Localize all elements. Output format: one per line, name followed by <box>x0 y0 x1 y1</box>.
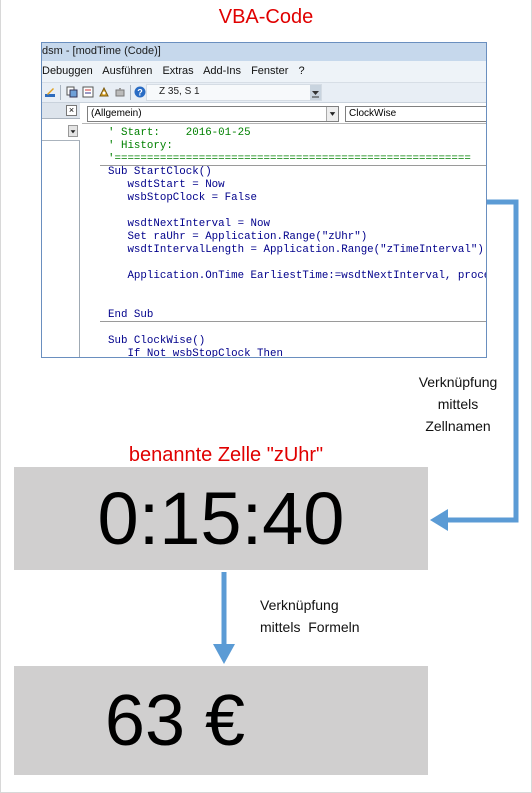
code-line: Application.OnTime EarliestTime:=wsdtNex… <box>108 270 487 282</box>
code-line: Sub StartClock() <box>108 166 212 178</box>
close-icon[interactable]: × <box>66 105 77 116</box>
toolbox-icon[interactable] <box>114 86 126 98</box>
arrowhead-to-formula <box>213 644 235 664</box>
chevron-down-icon[interactable] <box>68 125 78 137</box>
object-combo-value: (Allgemein) <box>91 108 142 119</box>
arrow-code-to-cell <box>446 199 519 523</box>
code-line: Sub ClockWise() <box>108 335 206 347</box>
project-pane: × <box>42 103 80 357</box>
vba-code-title: VBA-Code <box>218 6 314 28</box>
toolbar-overflow-icon[interactable] <box>310 85 321 100</box>
euro-value: 63 € <box>104 681 246 761</box>
named-cell-title: benannte Zelle "zUhr" <box>128 444 324 466</box>
code-line: Set raUhr = Application.Range("zUhr") <box>108 231 368 243</box>
toolbar-separator <box>60 85 61 100</box>
svg-text:?: ? <box>137 88 143 98</box>
procedure-separator <box>100 165 486 166</box>
code-line: End Sub <box>108 309 154 321</box>
code-line: ' Start: 2016-01-25 <box>108 127 251 139</box>
menu-fenster[interactable]: Fenster <box>251 65 289 77</box>
note-line: Verknüpfung <box>418 374 498 390</box>
note-line: mittels <box>437 396 479 412</box>
note-line: Zellnamen <box>425 418 491 434</box>
frame-left-border <box>0 0 1 793</box>
object-browser-icon[interactable] <box>98 86 110 98</box>
cursor-position-field <box>146 84 322 101</box>
editor-menubar: Debuggen Ausführen Extras Add-Ins Fenste… <box>42 61 486 83</box>
code-line: wsdtStart = Now <box>108 179 225 191</box>
cursor-position: Z 35, S 1 <box>159 86 200 97</box>
code-editor[interactable]: ' Start: 2016-01-25' History:'==========… <box>82 123 487 358</box>
menu-add-ins[interactable]: Add-Ins <box>203 65 242 77</box>
editor-titlebar: dsm - [modTime (Code)] <box>42 43 486 61</box>
properties-window-icon[interactable] <box>82 86 94 98</box>
project-explorer-icon[interactable] <box>66 86 78 98</box>
arrowhead-to-cell <box>430 509 448 531</box>
code-line: wsbStopClock = False <box>108 192 258 204</box>
code-line: wsdtIntervalLength = Application.Range("… <box>108 244 487 256</box>
menu-help[interactable]: ? <box>298 65 305 77</box>
procedure-combo[interactable]: ClockWise <box>345 106 486 122</box>
note-link-by-formula: Verknüpfung mittels Formeln <box>260 594 360 638</box>
menu-extras[interactable]: Extras <box>162 65 194 77</box>
euro-cell: 63 € <box>14 666 428 775</box>
clock-cell: 0:15:40 <box>14 467 428 570</box>
procedure-combo-value: ClockWise <box>349 108 397 119</box>
code-line: '=======================================… <box>108 153 471 165</box>
object-combo[interactable]: (Allgemein) <box>87 106 339 122</box>
help-icon[interactable]: ? <box>134 86 146 98</box>
note-link-by-name: Verknüpfung mittels Zellnamen <box>378 371 532 437</box>
note-line: mittels Formeln <box>260 619 360 635</box>
menu-ausfuehren[interactable]: Ausführen <box>102 65 153 77</box>
clock-value: 0:15:40 <box>97 477 345 560</box>
code-line: wsdtNextInterval = Now <box>108 218 270 230</box>
toolbar-separator <box>130 85 131 100</box>
note-line: Verknüpfung <box>260 597 339 613</box>
code-line: If Not wsbStopClock Then <box>108 348 283 358</box>
project-pane-header: × <box>42 103 80 119</box>
menu-debuggen[interactable]: Debuggen <box>42 65 93 77</box>
edit-icon[interactable] <box>44 86 56 98</box>
code-line: ' History: <box>108 140 173 152</box>
vba-editor-window: dsm - [modTime (Code)] Debuggen Ausführe… <box>41 42 487 358</box>
editor-toolbar: ? Z 35, S 1 <box>42 83 486 103</box>
procedure-separator <box>100 321 486 322</box>
chevron-down-icon[interactable] <box>326 107 338 121</box>
